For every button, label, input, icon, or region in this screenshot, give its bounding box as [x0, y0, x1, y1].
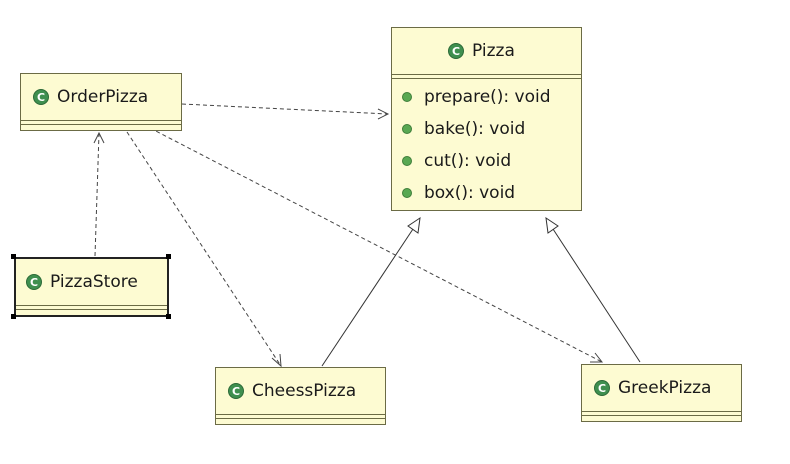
class-pizzastore[interactable]: C PizzaStore [14, 257, 169, 317]
method-label: bake(): void [424, 119, 526, 139]
class-header: C GreekPizza [582, 365, 741, 411]
methods-separator [21, 124, 181, 125]
class-name: PizzaStore [50, 272, 138, 292]
attributes-separator [16, 305, 167, 306]
class-icon: C [228, 383, 244, 399]
class-header: C Pizza [392, 28, 581, 74]
attributes-separator [216, 414, 385, 415]
dependency-orderpizza-to-pizza[interactable] [181, 103, 390, 120]
method-bake[interactable]: bake(): void [402, 119, 525, 139]
selection-handle-top-left[interactable] [11, 254, 16, 259]
method-label: box(): void [424, 183, 516, 203]
method-prepare[interactable]: prepare(): void [402, 87, 551, 107]
attributes-separator [582, 411, 741, 412]
attributes-separator [392, 74, 581, 75]
method-cut[interactable]: cut(): void [402, 151, 511, 171]
attributes-separator [21, 120, 181, 121]
public-method-icon [402, 92, 412, 102]
selection-handle-bottom-right[interactable] [166, 314, 171, 319]
class-header: C PizzaStore [16, 259, 167, 305]
generalization-cheesspizza-to-pizza[interactable] [321, 216, 421, 367]
dependency-orderpizza-to-cheesspizza[interactable] [126, 131, 282, 368]
class-icon: C [33, 89, 49, 105]
dependency-orderpizza-to-greekpizza[interactable] [149, 127, 604, 363]
generalization-greekpizza-to-pizza[interactable] [545, 216, 641, 363]
class-icon: C [448, 43, 464, 59]
public-method-icon [402, 188, 412, 198]
methods-separator [392, 78, 581, 79]
class-name: Pizza [472, 41, 515, 61]
class-name: CheessPizza [252, 381, 357, 401]
class-icon: C [26, 274, 42, 290]
class-name: GreekPizza [618, 378, 712, 398]
methods-separator [582, 415, 741, 416]
class-name: OrderPizza [57, 87, 149, 107]
method-label: cut(): void [424, 151, 512, 171]
selection-handle-top-right[interactable] [166, 254, 171, 259]
class-greekpizza[interactable]: C GreekPizza [581, 364, 742, 422]
class-header: C OrderPizza [21, 74, 181, 120]
class-orderpizza[interactable]: C OrderPizza [20, 73, 182, 131]
dependency-pizzastore-to-orderpizza[interactable] [93, 131, 105, 257]
public-method-icon [402, 124, 412, 134]
public-method-icon [402, 156, 412, 166]
class-icon: C [594, 380, 610, 396]
class-pizza[interactable]: C Pizza prepare(): void bake(): void cut… [391, 27, 582, 211]
method-label: prepare(): void [424, 87, 551, 107]
class-cheesspizza[interactable]: C CheessPizza [215, 367, 386, 425]
method-box[interactable]: box(): void [402, 183, 515, 203]
class-header: C CheessPizza [216, 368, 385, 414]
methods-separator [16, 309, 167, 310]
selection-handle-bottom-left[interactable] [11, 314, 16, 319]
methods-separator [216, 418, 385, 419]
